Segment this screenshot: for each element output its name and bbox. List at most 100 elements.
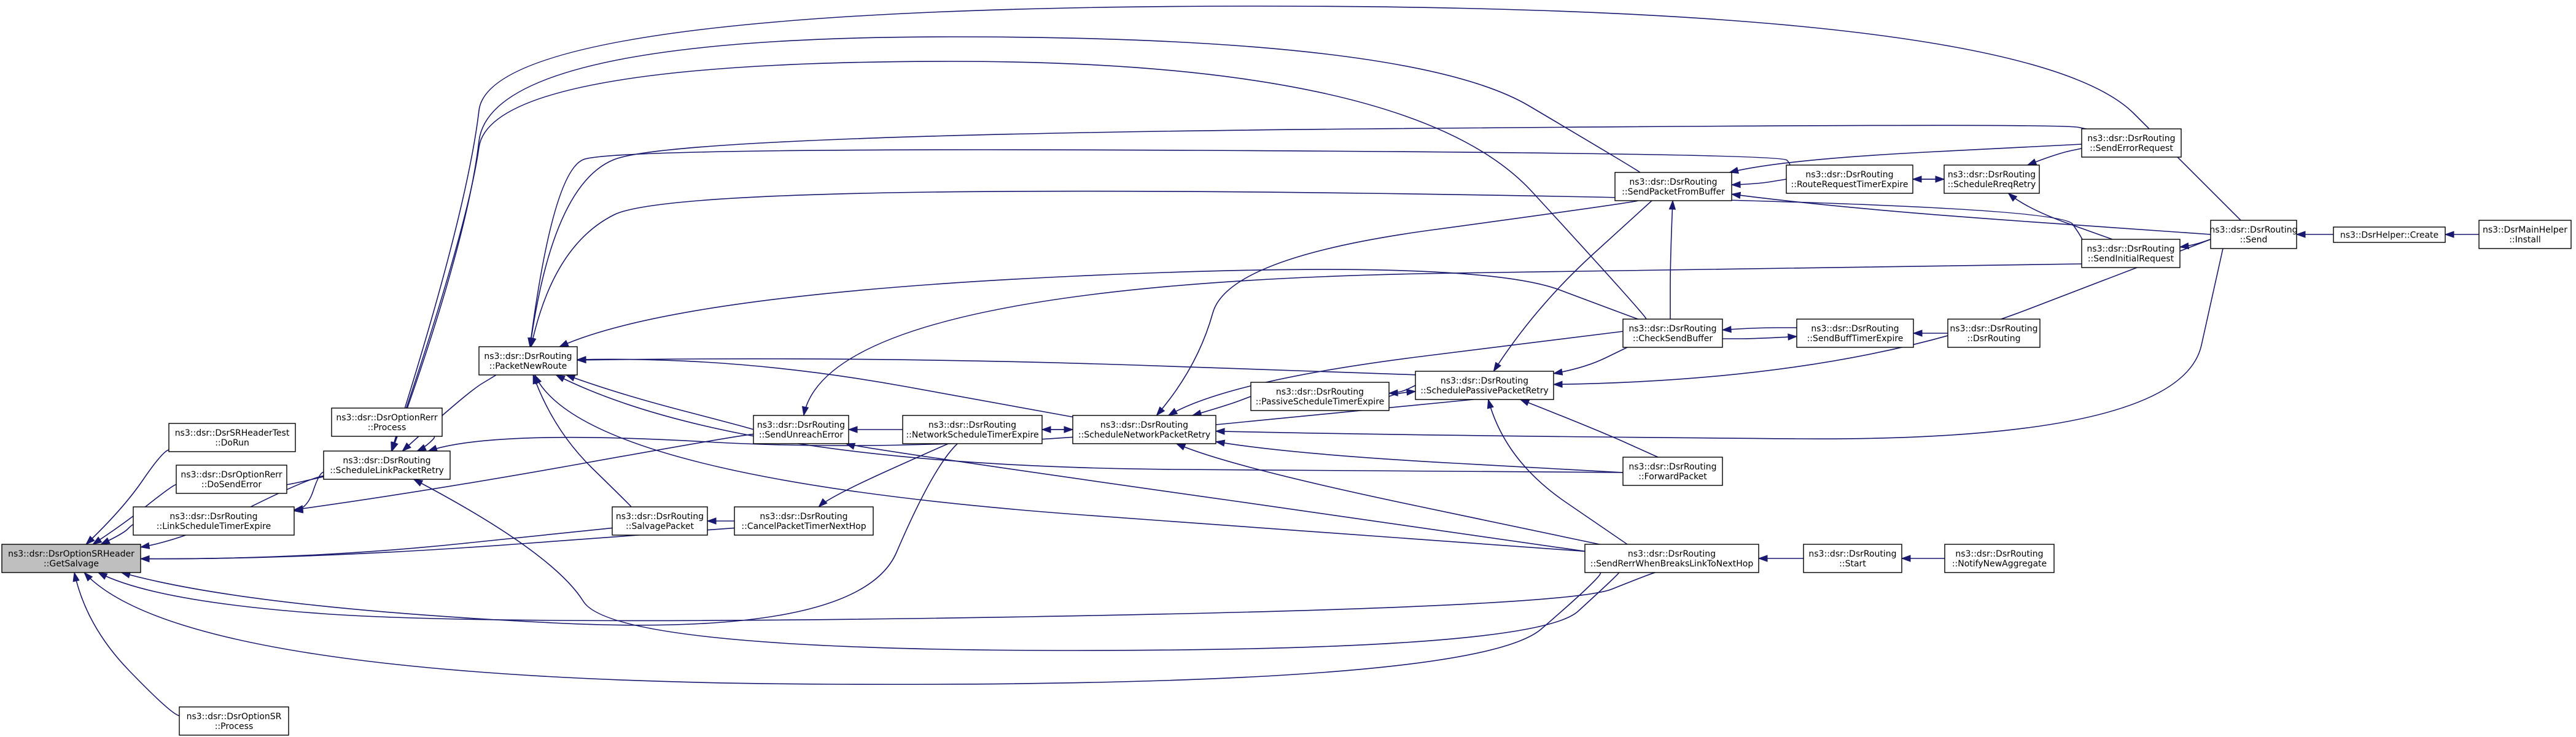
arrowhead-icon — [555, 374, 566, 382]
call-edge — [121, 443, 958, 626]
node-box[interactable] — [902, 415, 1043, 444]
node-label: ::CheckSendBuffer — [1633, 334, 1713, 344]
node-senderrorrequest[interactable]: ns3::dsr::DsrRouting::SendErrorRequest — [2081, 128, 2182, 158]
node-cancelpackettimernexthop[interactable]: ns3::dsr::DsrRouting::CancelPacketTimerN… — [734, 506, 874, 536]
node-box[interactable] — [323, 450, 451, 480]
node-box[interactable] — [2210, 220, 2297, 249]
node-salvagepacket[interactable]: ns3::dsr::DsrRouting::SalvagePacket — [612, 506, 708, 536]
node-box[interactable] — [168, 423, 296, 452]
arrowhead-icon — [1175, 443, 1186, 451]
node-box[interactable] — [1614, 172, 1732, 201]
node-box[interactable] — [1072, 415, 1216, 444]
node-label: ns3::dsr::DsrRouting — [2087, 244, 2174, 254]
node-box[interactable] — [179, 706, 289, 736]
node-dsrmainhelperinstall[interactable]: ns3::DsrMainHelper::Install — [2478, 220, 2572, 249]
node-box[interactable] — [176, 465, 287, 494]
node-sendpacketfrombuffer[interactable]: ns3::dsr::DsrRouting::SendPacketFromBuff… — [1614, 172, 1732, 201]
node-label: ns3::dsr::DsrRouting — [1441, 376, 1528, 386]
call-edge — [1215, 248, 2224, 439]
node-sendunreacherror[interactable]: ns3::dsr::DsrRouting::SendUnreachError — [753, 415, 849, 444]
node-box[interactable] — [1796, 318, 1914, 348]
node-dsrhelpercreate[interactable]: ns3::DsrHelper::Create — [2333, 226, 2446, 243]
node-optionrerrprocess[interactable]: ns3::dsr::DsrOptionRerr::Process — [331, 407, 443, 437]
arrowhead-icon — [1901, 555, 1911, 562]
node-forwardpacket[interactable]: ns3::dsr::DsrRouting::ForwardPacket — [1622, 457, 1723, 486]
node-box[interactable] — [2081, 239, 2181, 268]
node-box[interactable] — [2081, 128, 2182, 158]
node-schedulenetworkpacketretry[interactable]: ns3::dsr::DsrRouting::ScheduleNetworkPac… — [1072, 415, 1216, 444]
node-box[interactable] — [2333, 226, 2446, 243]
node-label: ns3::dsr::DsrRouting — [343, 456, 430, 466]
node-notifynewaggregate[interactable]: ns3::dsr::DsrRouting::NotifyNewAggregate — [1944, 544, 2055, 573]
arrowhead-icon — [99, 537, 111, 545]
arrowhead-icon — [534, 374, 542, 385]
call-edge — [818, 443, 949, 507]
node-dosenderror[interactable]: ns3::dsr::DsrOptionRerr::DoSendError — [176, 465, 287, 494]
arrowhead-icon — [139, 542, 150, 549]
call-graph-edges — [72, 6, 2479, 716]
node-schedulepassivepacketretry[interactable]: ns3::dsr::DsrRouting::SchedulePassivePac… — [1415, 371, 1554, 400]
node-schedulelinkpacketretry[interactable]: ns3::dsr::DsrRouting::ScheduleLinkPacket… — [323, 450, 451, 480]
node-label: ns3::dsr::DsrRouting — [1948, 170, 2036, 180]
node-dsrrouting[interactable]: ns3::dsr::DsrRouting::DsrRouting — [1947, 318, 2041, 348]
node-optionsrprocess[interactable]: ns3::dsr::DsrOptionSR::Process — [179, 706, 289, 736]
node-box[interactable] — [734, 506, 874, 536]
node-box[interactable] — [1622, 457, 1723, 486]
node-box[interactable] — [1622, 318, 1723, 348]
node-passivescheduletimerexpire[interactable]: ns3::dsr::DsrRouting::PassiveScheduleTim… — [1250, 382, 1390, 411]
call-edge — [556, 374, 1624, 473]
node-schedulerreqretry[interactable]: ns3::dsr::DsrRouting::ScheduleRreqRetry — [1944, 164, 2040, 194]
node-box[interactable] — [1, 544, 141, 573]
node-packetnewroute[interactable]: ns3::dsr::DsrRouting::PacketNewRoute — [478, 346, 578, 376]
node-label: ns3::dsr::DsrRouting — [1955, 549, 2043, 559]
call-edge — [1493, 200, 1652, 372]
node-box[interactable] — [1944, 544, 2055, 573]
node-box[interactable] — [612, 506, 708, 536]
node-label: ::DoSendError — [201, 480, 262, 490]
node-box[interactable] — [1584, 544, 1759, 573]
arrowhead-icon — [1730, 191, 1741, 199]
node-networkscheduletimerexpire[interactable]: ns3::dsr::DsrRouting::NetworkScheduleTim… — [902, 415, 1043, 444]
arrowhead-icon — [1487, 398, 1494, 409]
call-edge — [534, 374, 1586, 552]
node-label: ns3::dsr::DsrRouting — [1811, 324, 1899, 334]
node-routerequesttimerexpire[interactable]: ns3::dsr::DsrRouting::RouteRequestTimerE… — [1786, 164, 1913, 194]
node-sendbufftimerexpire[interactable]: ns3::dsr::DsrRouting::SendBuffTimerExpir… — [1796, 318, 1914, 348]
node-getsalvage[interactable]: ns3::dsr::DsrOptionSRHeader::GetSalvage — [1, 544, 141, 573]
call-edge — [1731, 179, 1787, 185]
node-sendinitialrequest[interactable]: ns3::dsr::DsrRouting::SendInitialRequest — [2081, 239, 2181, 268]
call-edge — [1722, 336, 1797, 339]
node-box[interactable] — [1944, 164, 2040, 194]
call-edge — [294, 433, 754, 511]
node-send[interactable]: ns3::dsr::DsrRouting::Send — [2209, 220, 2298, 249]
node-box[interactable] — [2478, 220, 2572, 249]
node-box[interactable] — [1947, 318, 2041, 348]
arrowhead-icon — [576, 356, 586, 364]
node-box[interactable] — [1250, 382, 1390, 411]
arrowhead-icon — [427, 444, 438, 452]
node-start[interactable]: ns3::dsr::DsrRouting::Start — [1803, 544, 1902, 573]
node-label: ::ScheduleNetworkPacketRetry — [1078, 430, 1210, 440]
call-edge — [391, 6, 2241, 452]
node-label: ns3::dsr::DsrRouting — [169, 512, 257, 522]
arrowhead-icon — [801, 406, 809, 417]
arrowhead-icon — [97, 572, 108, 580]
arrowhead-icon — [1552, 368, 1563, 376]
arrowhead-icon — [2179, 242, 2190, 250]
node-box[interactable] — [1786, 164, 1913, 194]
node-label: ns3::dsr::DsrRouting — [616, 512, 704, 522]
node-sendrerrwhenbreakslinktonexthop[interactable]: ns3::dsr::DsrRouting::SendRerrWhenBreaks… — [1584, 544, 1759, 573]
node-box[interactable] — [331, 407, 443, 437]
node-linkscheduletimerexpire[interactable]: ns3::dsr::DsrRouting::LinkScheduleTimerE… — [133, 506, 295, 536]
node-box[interactable] — [753, 415, 849, 444]
node-box[interactable] — [1803, 544, 1902, 573]
node-box[interactable] — [1415, 371, 1554, 400]
call-edge — [1192, 396, 1251, 416]
node-checksendbuffer[interactable]: ns3::dsr::DsrRouting::CheckSendBuffer — [1622, 318, 1723, 348]
arrowhead-icon — [1493, 361, 1501, 372]
node-label: ::SendErrorRequest — [2090, 144, 2173, 153]
node-dsrsrheadertest[interactable]: ns3::dsr::DsrSRHeaderTest::DoRun — [168, 423, 296, 452]
node-box[interactable] — [133, 506, 295, 536]
node-box[interactable] — [478, 346, 578, 376]
node-label: ::NetworkScheduleTimerExpire — [906, 430, 1038, 440]
